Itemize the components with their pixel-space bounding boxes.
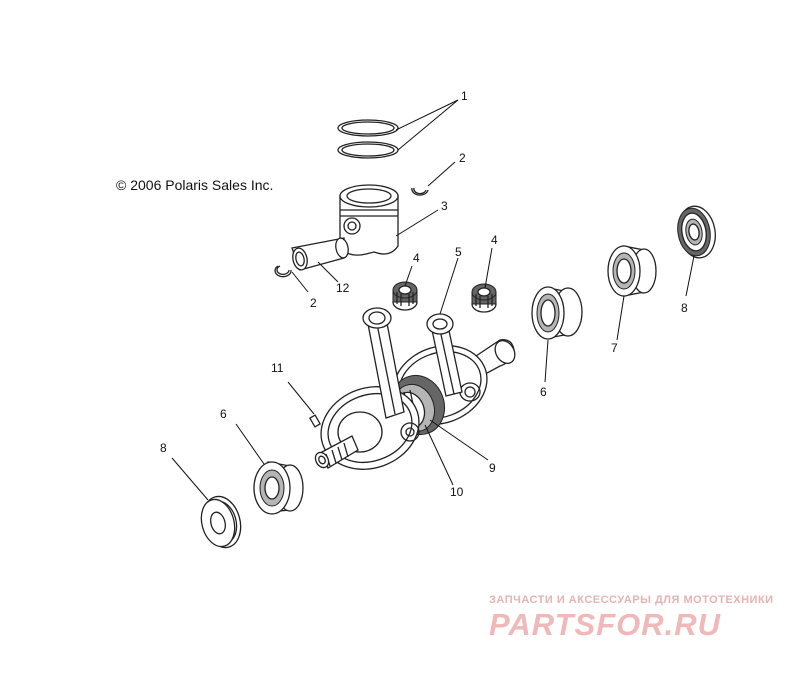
- callout-10: 10: [450, 485, 464, 499]
- wrist-pin: [291, 237, 349, 271]
- callout-4-left: 4: [413, 251, 420, 265]
- callout-2-lower: 2: [310, 296, 317, 310]
- main-bearing-left: [253, 461, 304, 515]
- callout-1: 1: [461, 89, 468, 103]
- callout-4-right: 4: [491, 233, 498, 247]
- callout-5: 5: [455, 245, 462, 259]
- copyright-notice: © 2006 Polaris Sales Inc.: [116, 177, 274, 193]
- piston-rings: [337, 119, 399, 159]
- needle-bearing-left: [392, 281, 418, 311]
- piston: [339, 184, 399, 256]
- needle-bearing-right: [471, 283, 497, 313]
- callout-8-left: 8: [160, 441, 167, 455]
- watermark-logo: PARTSFOR.RU: [489, 607, 722, 642]
- crankshaft-assembly: [314, 307, 516, 470]
- callout-6-right: 6: [540, 385, 547, 399]
- callout-8-right: 8: [681, 301, 688, 315]
- circlip-upper: [411, 187, 429, 196]
- callout-9: 9: [489, 461, 496, 475]
- watermark-tagline: ЗАПЧАСТИ И АКСЕССУАРЫ ДЛЯ МОТОТЕХНИКИ: [489, 594, 774, 606]
- callout-6-left: 6: [220, 407, 227, 421]
- callouts: 1 2 3 4 5 4 2 12 6 7 8 11 6 8 9 10: [160, 89, 688, 499]
- callout-12: 12: [336, 281, 350, 295]
- oil-seal-right: [677, 205, 716, 259]
- callout-7: 7: [611, 341, 618, 355]
- leader-lines: [171, 99, 695, 501]
- oil-seal-left: [200, 495, 242, 549]
- woodruff-key: [309, 414, 321, 428]
- callout-3: 3: [441, 199, 448, 213]
- circlip-lower: [274, 265, 292, 278]
- callout-2-upper: 2: [459, 151, 466, 165]
- main-bearing-right: [531, 286, 583, 340]
- main-bearing-7: [607, 245, 657, 297]
- callout-11: 11: [271, 361, 284, 375]
